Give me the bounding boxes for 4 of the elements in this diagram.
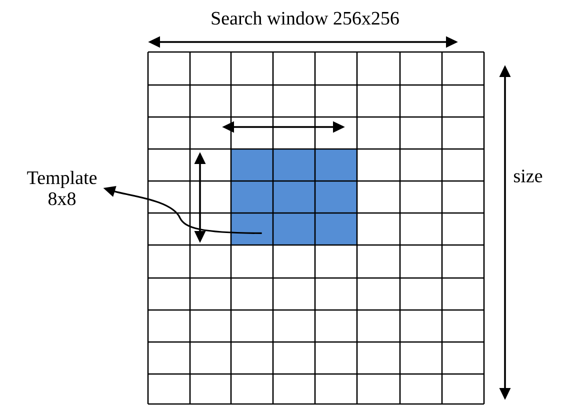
dimension-label: Search window 256x256 [212,11,399,25]
node-label: Template 8x8 [27,170,97,206]
dimension-label: size [514,170,542,182]
template-block [231,149,357,245]
